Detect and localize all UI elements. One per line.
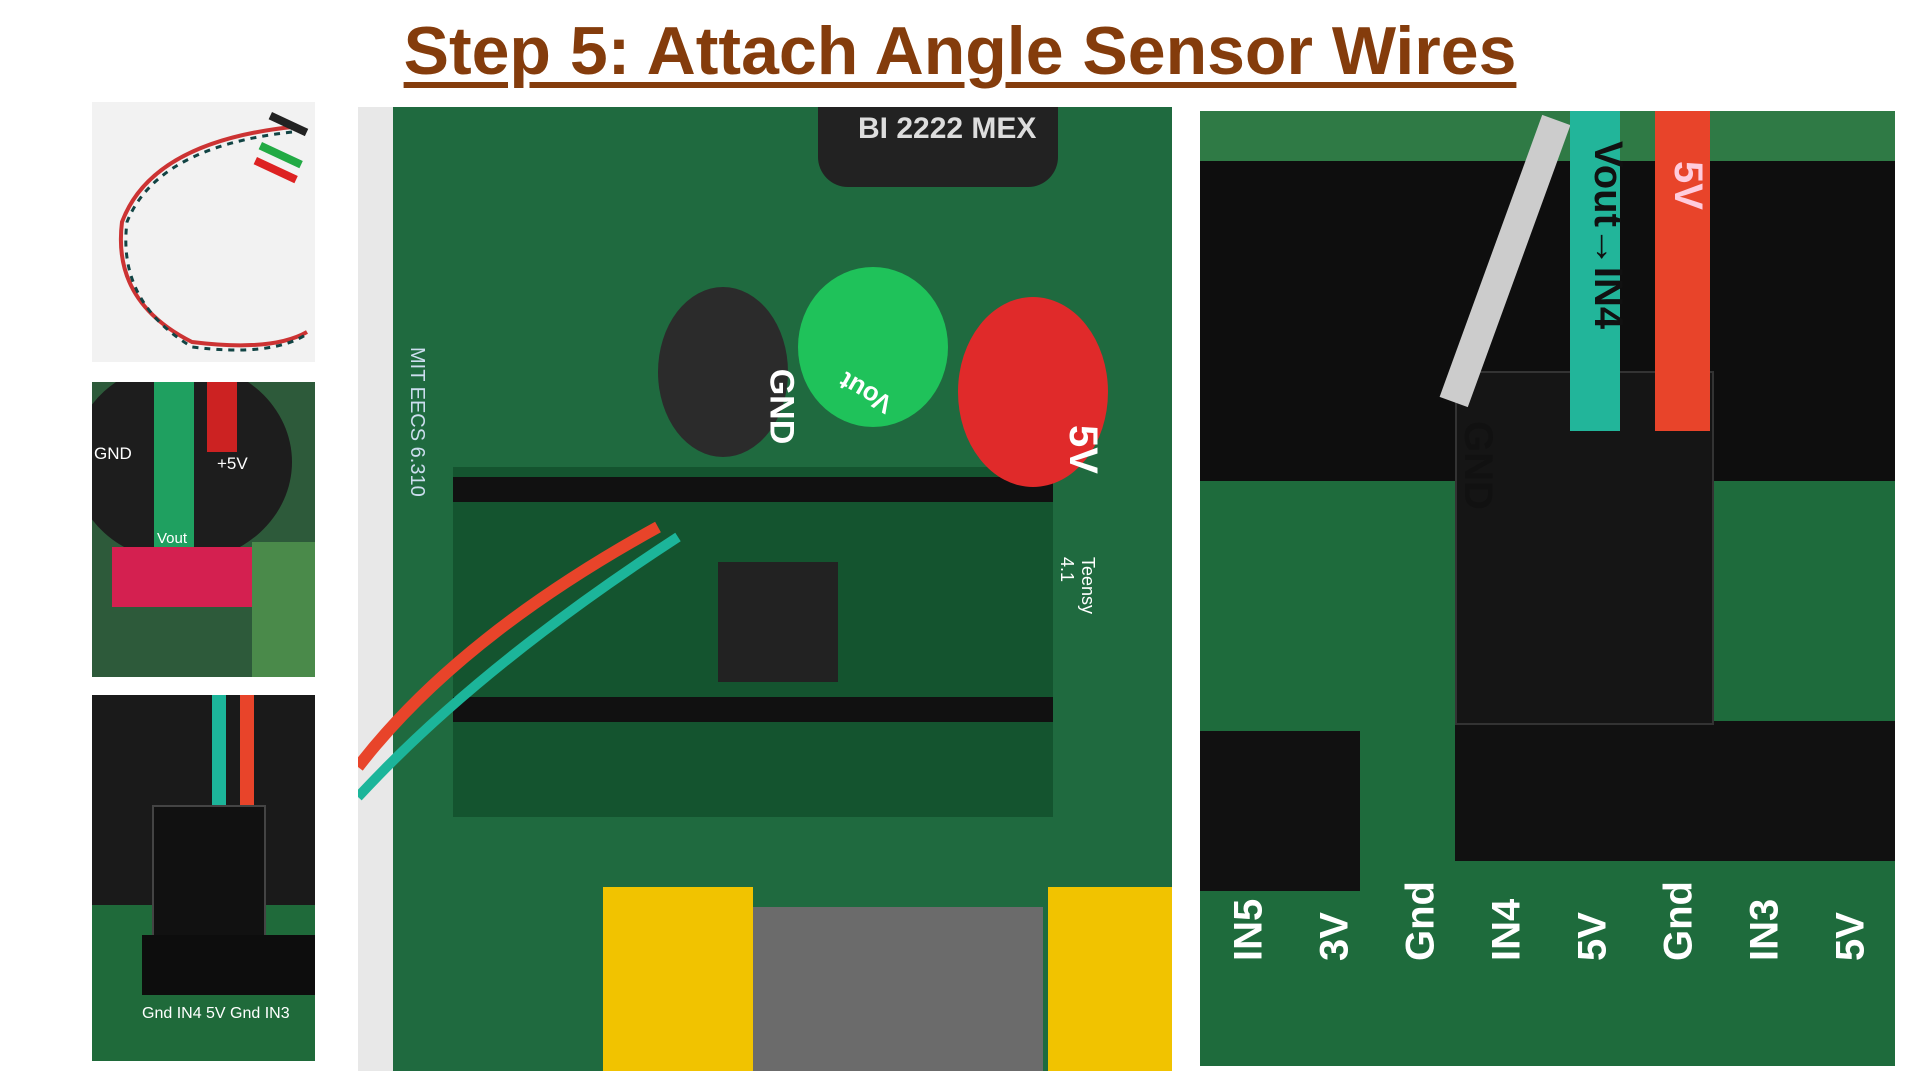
teensy-board-photo: BI 2222 MEX MIT EECS 6.310 GND Vout 5V T… [358,107,1172,1071]
pin-label: 5V [1828,912,1873,961]
sensor-marking: BI 2222 MEX [858,112,1037,145]
sensor-closeup-photo: GND +5V Vout [92,382,315,677]
pin-label: IN4 [1484,898,1529,961]
pin-label: Gnd [1656,881,1701,961]
header-connection-thumb: Gnd IN4 5V Gnd IN3 [92,695,315,1061]
silkscreen-pin-labels: 5V IN3 Gnd 5V IN4 Gnd 3V IN5 [1210,881,1890,961]
pin-label: Gnd [1398,881,1443,961]
header-connection-closeup: GND Vout→IN4 5V 5V IN3 Gnd 5V IN4 Gnd 3V… [1200,111,1895,1066]
pin-label: IN5 [1226,898,1271,961]
pin-label: 3V [1312,912,1357,961]
slide-title: Step 5: Attach Angle Sensor Wires [403,13,1517,89]
pin-labels: Gnd IN4 5V Gnd IN3 [142,1005,290,1022]
5v-wire-label: 5V [1666,161,1710,210]
vout-label: Vout [157,530,188,547]
pin-label: 5V [1570,912,1615,961]
gnd-label: GND [94,444,132,463]
sensor-cable-photo [92,102,315,362]
pin-label: IN3 [1742,898,1787,961]
plus5v-label: +5V [217,454,248,473]
vout-in4-wire-label: Vout→IN4 [1586,141,1630,330]
gnd-wire-label: GND [1456,421,1500,510]
